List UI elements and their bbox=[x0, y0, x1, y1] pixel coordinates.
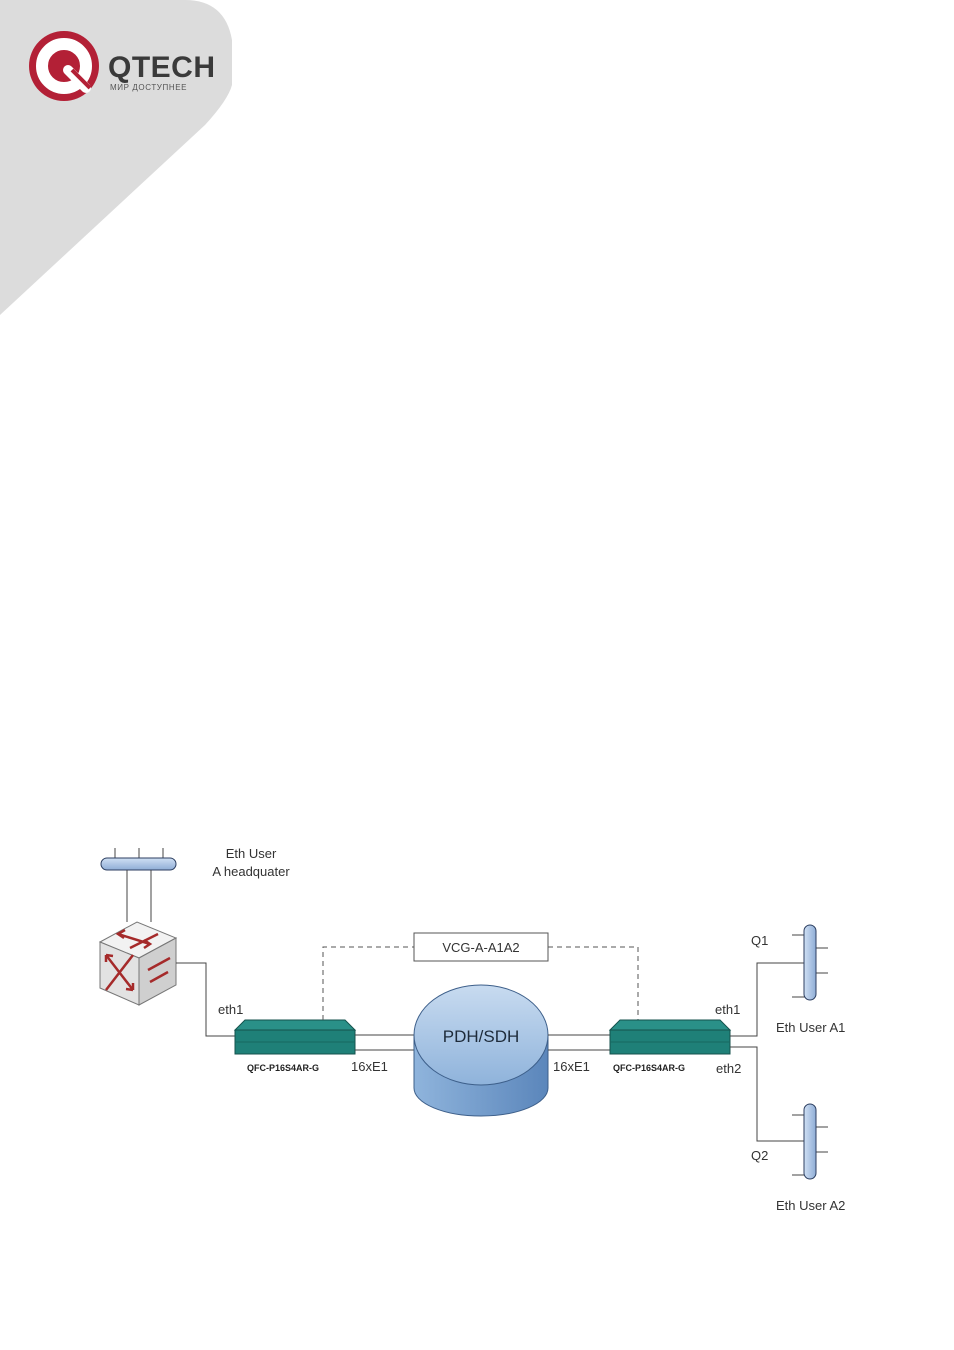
q1-label: Q1 bbox=[751, 933, 768, 948]
hq-user-label-line2: A headquater bbox=[212, 864, 290, 879]
pdh-sdh-network-icon bbox=[414, 985, 548, 1116]
logo-wordmark: QTECH bbox=[108, 51, 216, 84]
qtech-logo: QTECH МИР ДОСТУПНЕЕ bbox=[28, 28, 228, 108]
cloud-label: PDH/SDH bbox=[443, 1027, 520, 1046]
logo-tagline: МИР ДОСТУПНЕЕ bbox=[110, 83, 187, 92]
device-left-label: QFC-P16S4AR-G bbox=[247, 1063, 319, 1073]
link-right-label: 16xE1 bbox=[553, 1059, 590, 1074]
eth1-left-label: eth1 bbox=[218, 1002, 243, 1017]
switch-icon bbox=[100, 922, 176, 1005]
vcg-label: VCG-A-A1A2 bbox=[442, 940, 519, 955]
hq-ethernet-bus bbox=[101, 848, 176, 870]
device-right-label: QFC-P16S4AR-G bbox=[613, 1063, 685, 1073]
eth2-right-label: eth2 bbox=[716, 1061, 741, 1076]
q2-label: Q2 bbox=[751, 1148, 768, 1163]
device-left-icon bbox=[235, 1020, 355, 1054]
device-right-icon bbox=[610, 1020, 730, 1054]
eth1-right-label: eth1 bbox=[715, 1002, 740, 1017]
user-a1-label: Eth User A1 bbox=[776, 1020, 845, 1035]
hq-user-label-line1: Eth User bbox=[226, 846, 277, 861]
qtech-logo-mark-icon bbox=[29, 31, 99, 101]
network-diagram: Eth User A headquater eth1 QFC-P16S4AR-G… bbox=[0, 830, 954, 1230]
user-a2-label: Eth User A2 bbox=[776, 1198, 845, 1213]
link-left-label: 16xE1 bbox=[351, 1059, 388, 1074]
